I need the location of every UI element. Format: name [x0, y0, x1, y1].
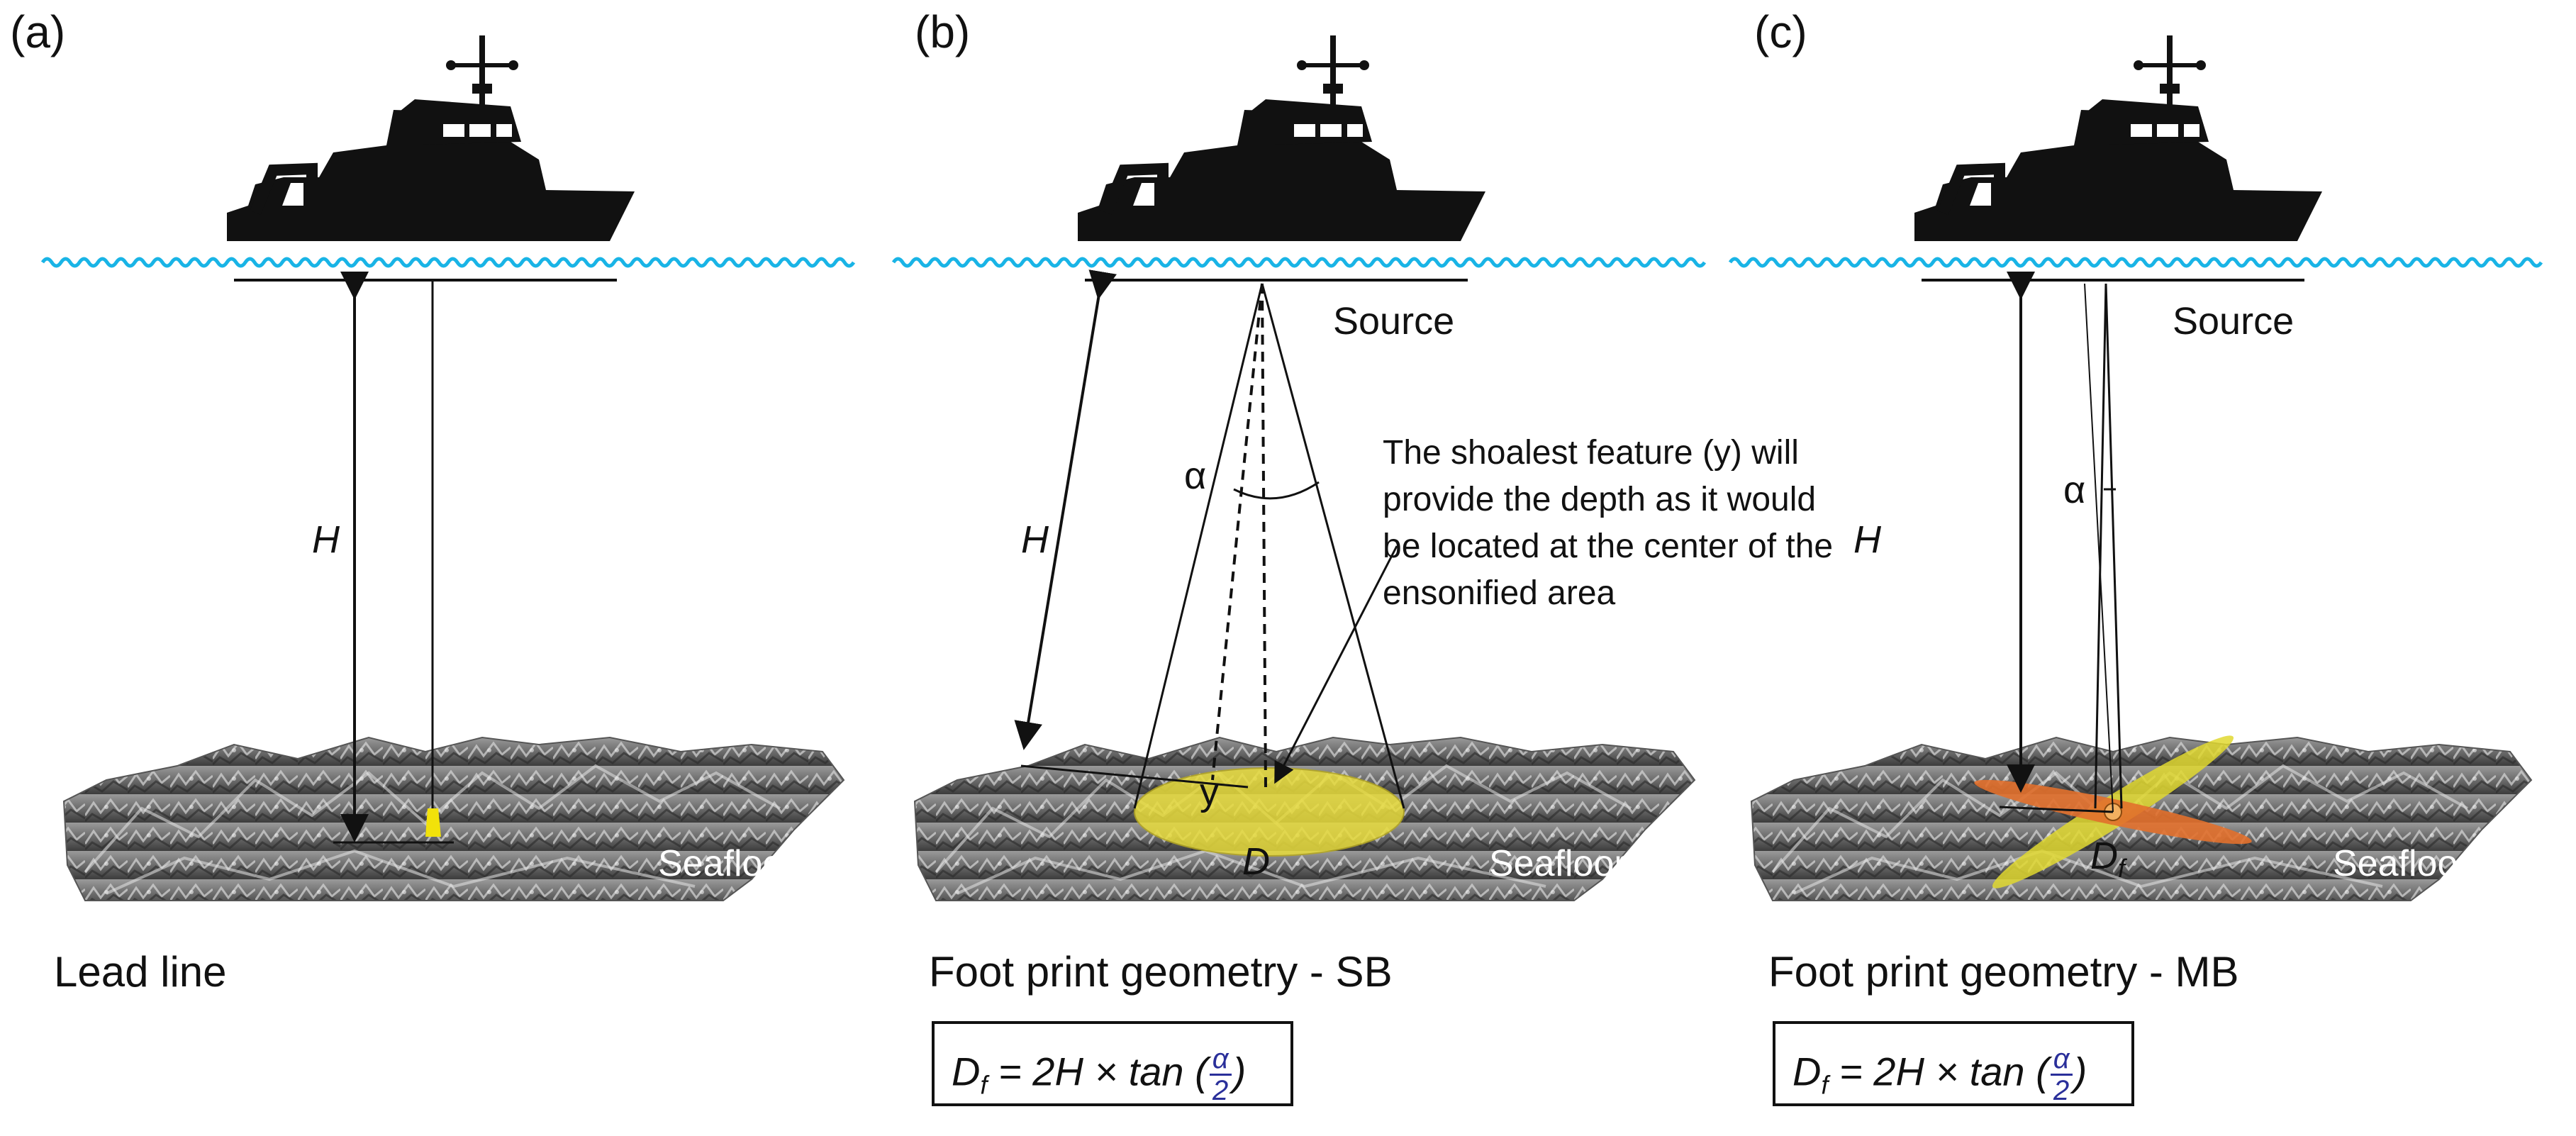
ship-hull — [1914, 110, 2322, 241]
ship-hull — [1078, 110, 1485, 241]
panel-c-seafloor-label: Seafloor — [2333, 843, 2470, 884]
panel-b-caption: Foot print geometry - SB — [929, 948, 1393, 996]
ship-radar — [472, 84, 492, 94]
footprint-sb — [1134, 767, 1405, 857]
beam-edge — [2104, 283, 2123, 809]
panel-b-feature-label: y — [1200, 771, 1219, 813]
formula-frac-num: α — [1209, 1044, 1232, 1076]
panel-c-footprint-main: D — [2090, 835, 2118, 877]
formula-lhs-sub: f — [980, 1070, 988, 1100]
panel-c-depth-label: H — [1853, 518, 1881, 561]
panel-b-angle-label: α — [1184, 455, 1207, 497]
formula-lhs-sub: f — [1821, 1070, 1829, 1100]
beam-edge — [1133, 283, 1264, 809]
ship-hull — [227, 110, 635, 241]
wave-line — [891, 257, 1707, 268]
seafloor-ridge — [1771, 771, 2121, 874]
ship-crane-window — [1133, 183, 1154, 206]
ship-radar — [1323, 84, 1343, 94]
depth-arrow — [1014, 269, 1117, 750]
panel-c-caption: Foot print geometry - MB — [1768, 948, 2239, 996]
seafloor-terrain — [62, 736, 845, 901]
panel-a-caption: Lead line — [54, 948, 227, 996]
beam-edge — [1261, 283, 1405, 809]
panel-b-depth-label: H — [1021, 518, 1049, 561]
ship-window — [2184, 124, 2199, 137]
formula-frac-num: α — [2050, 1044, 2073, 1076]
panel-c-letter: (c) — [1754, 6, 1807, 57]
formula-rhs: = 2H × tan ( — [998, 1049, 1208, 1094]
note-pointer — [1274, 545, 1398, 784]
panel-b-seafloor-label: Seafloor — [1489, 843, 1627, 884]
formula-frac-den: 2 — [2053, 1075, 2070, 1106]
wave-line — [40, 257, 856, 268]
ship-crane — [250, 162, 318, 216]
ship-window — [469, 124, 491, 137]
depth-baseline — [1020, 764, 1249, 789]
beam-edge — [2094, 283, 2107, 809]
ship-bridge — [1248, 99, 1372, 145]
formula-rhs: = 2H × tan ( — [1839, 1049, 2049, 1094]
formula-close: ) — [1232, 1049, 1247, 1094]
panel-a-seafloor-label: Seafloor — [658, 843, 796, 884]
panel-b-footprint-label: D — [1242, 840, 1270, 883]
ship-bridge — [397, 99, 521, 145]
panel-b-note: The shoalest feature (y) will provide th… — [1383, 434, 1834, 612]
ship-window — [443, 124, 464, 137]
panel-c-angle-label: α — [2063, 469, 2086, 511]
ship-window — [2131, 124, 2152, 137]
panel-b-letter: (b) — [915, 6, 971, 57]
ship-window — [1347, 124, 1363, 137]
ship-icon — [227, 35, 635, 282]
formula-close: ) — [2073, 1049, 2087, 1094]
seafloor-ridge — [84, 771, 434, 874]
seafloor-ridge — [424, 764, 781, 824]
ship-crane — [1100, 162, 1169, 216]
depth-baseline — [1999, 806, 2114, 813]
ship-crane-window — [1970, 183, 1991, 206]
ship-light — [2196, 60, 2206, 70]
panel-a-depth-label: H — [312, 518, 340, 561]
formula-frac-den: 2 — [1212, 1075, 1229, 1106]
ship-light — [1359, 60, 1369, 70]
ship-crane-window — [282, 183, 303, 206]
ship-light — [1297, 60, 1307, 70]
beam-center — [2084, 283, 2114, 813]
ship-icon — [1078, 35, 1485, 282]
lead-weight — [425, 808, 441, 837]
formula-lhs: D — [1792, 1049, 1822, 1094]
ship-light — [446, 60, 456, 70]
ship-window — [1320, 124, 1342, 137]
panel-b-source-label: Source — [1333, 300, 1455, 343]
seafloor-surface — [62, 736, 845, 901]
ship-icon — [1914, 35, 2322, 282]
ship-light — [508, 60, 518, 70]
ship-radar — [2160, 84, 2180, 94]
panel-c-source-label: Source — [2173, 300, 2295, 343]
formula-lhs: D — [952, 1049, 981, 1094]
ship-crane — [1937, 162, 2005, 216]
panel-c-footprint-label: Df — [2090, 834, 2125, 884]
ship-window — [1294, 124, 1315, 137]
ship-window — [2157, 124, 2178, 137]
beam-center-dashed — [1261, 283, 1267, 788]
seafloor-ridge — [106, 849, 696, 895]
ship-window — [496, 124, 512, 137]
beam-center-dashed — [1211, 283, 1264, 781]
ship-light — [2134, 60, 2143, 70]
panel-a-letter: (a) — [10, 6, 66, 57]
panel-c-footprint-sub: f — [2118, 853, 2126, 883]
angle-arc — [1233, 481, 1320, 500]
wave-line — [1728, 257, 2543, 268]
ship-bridge — [2085, 99, 2209, 145]
